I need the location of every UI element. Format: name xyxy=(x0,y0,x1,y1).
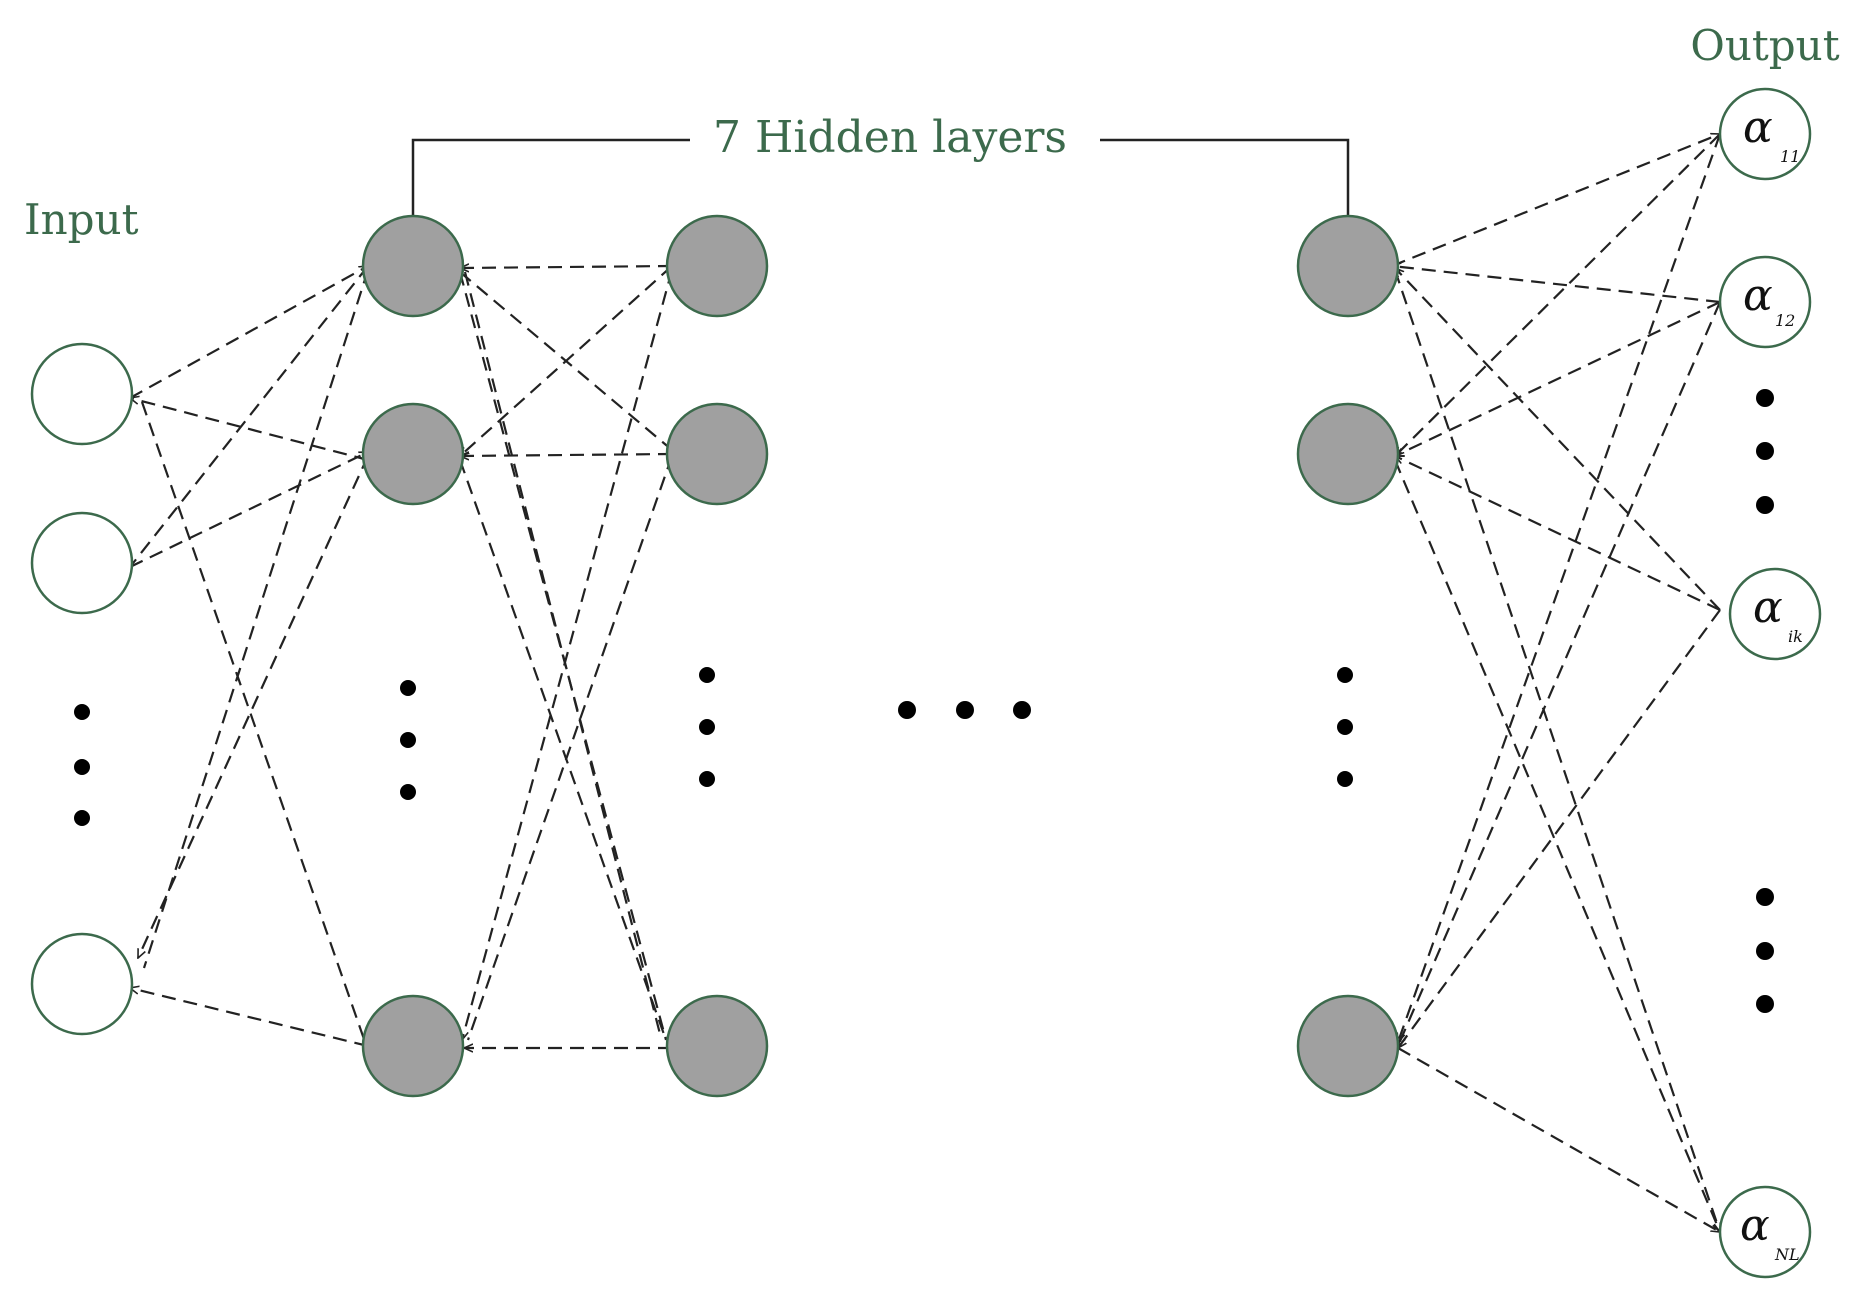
edge xyxy=(130,265,369,567)
edge xyxy=(460,266,673,268)
input-ellipsis-dot xyxy=(74,810,90,826)
edge xyxy=(1398,133,1722,1042)
edge xyxy=(1391,134,1720,268)
edge xyxy=(1396,301,1722,1046)
edge xyxy=(1397,1047,1720,1232)
input-node xyxy=(30,342,134,446)
output-subscript: 12 xyxy=(1775,311,1795,330)
connection-edges xyxy=(130,134,1720,1232)
edge xyxy=(1393,269,1720,1232)
hidden-ellipsis-dot xyxy=(699,667,715,683)
hidden-ellipsis-dot xyxy=(1337,667,1353,683)
output-ellipsis-dot xyxy=(1756,389,1774,407)
hidden-ellipsis-dot xyxy=(1337,719,1353,735)
hidden-node xyxy=(665,994,769,1098)
hidden-ellipsis-dot xyxy=(699,771,715,787)
hidden-ellipsis-dot xyxy=(699,719,715,735)
output-alpha: α xyxy=(1743,102,1773,153)
output-node: α 12 xyxy=(1718,255,1812,349)
edge xyxy=(129,265,368,399)
hidden-ellipsis-dot xyxy=(400,732,416,748)
output-ellipsis-dot xyxy=(1756,496,1774,514)
output-node: α 11 xyxy=(1718,87,1812,181)
layers-ellipsis-dot xyxy=(1013,701,1031,719)
hidden-node xyxy=(1296,402,1400,506)
edge xyxy=(130,988,369,1048)
edge xyxy=(460,265,673,456)
hidden-node xyxy=(361,402,465,506)
edge xyxy=(1395,301,1721,457)
output-subscript: NL xyxy=(1774,1245,1800,1264)
input-ellipsis-dot xyxy=(74,759,90,775)
edge xyxy=(462,269,674,1040)
output-alpha: α xyxy=(1740,1200,1770,1251)
edge xyxy=(140,401,367,1043)
output-ellipsis-dot xyxy=(1756,442,1774,460)
edge xyxy=(458,459,668,1041)
edge xyxy=(129,451,368,568)
output-node: α NL xyxy=(1718,1185,1812,1279)
edge xyxy=(130,398,369,462)
edge xyxy=(1393,459,1722,1232)
output-ellipsis-dot xyxy=(1756,942,1774,960)
output-alpha: α xyxy=(1743,270,1773,321)
edge xyxy=(1398,609,1721,1048)
hidden-layers-bracket xyxy=(411,138,1350,218)
layers-ellipsis-dot xyxy=(956,701,974,719)
edge xyxy=(460,454,673,456)
output-subscript: ik xyxy=(1788,627,1803,646)
edge xyxy=(1395,455,1721,611)
input-label: Input xyxy=(24,195,139,244)
output-subscript: 11 xyxy=(1780,147,1800,166)
edge xyxy=(466,455,674,1041)
output-label: Output xyxy=(1690,21,1839,70)
hidden-node xyxy=(361,214,465,318)
output-alpha: α xyxy=(1753,582,1783,633)
hidden-node xyxy=(361,994,465,1098)
hidden-ellipsis-dot xyxy=(400,680,416,696)
edge xyxy=(142,269,370,969)
output-node: α ik xyxy=(1728,567,1822,661)
output-ellipsis-dot xyxy=(1756,995,1774,1013)
output-ellipsis-dot xyxy=(1756,888,1774,906)
edge xyxy=(1395,133,1721,456)
input-node xyxy=(30,932,134,1036)
hidden-node xyxy=(665,214,769,318)
hidden-layers-label: 7 Hidden layers xyxy=(713,112,1067,163)
hidden-ellipsis-dot xyxy=(1337,771,1353,787)
input-ellipsis-dot xyxy=(74,704,90,720)
edge xyxy=(1392,266,1721,304)
edge xyxy=(1395,268,1721,611)
input-node xyxy=(30,511,134,615)
hidden-node xyxy=(1296,214,1400,318)
layers-ellipsis-dot xyxy=(898,701,916,719)
hidden-node xyxy=(1296,994,1400,1098)
edge xyxy=(136,455,370,958)
hidden-node xyxy=(665,402,769,506)
hidden-ellipsis-dot xyxy=(400,784,416,800)
